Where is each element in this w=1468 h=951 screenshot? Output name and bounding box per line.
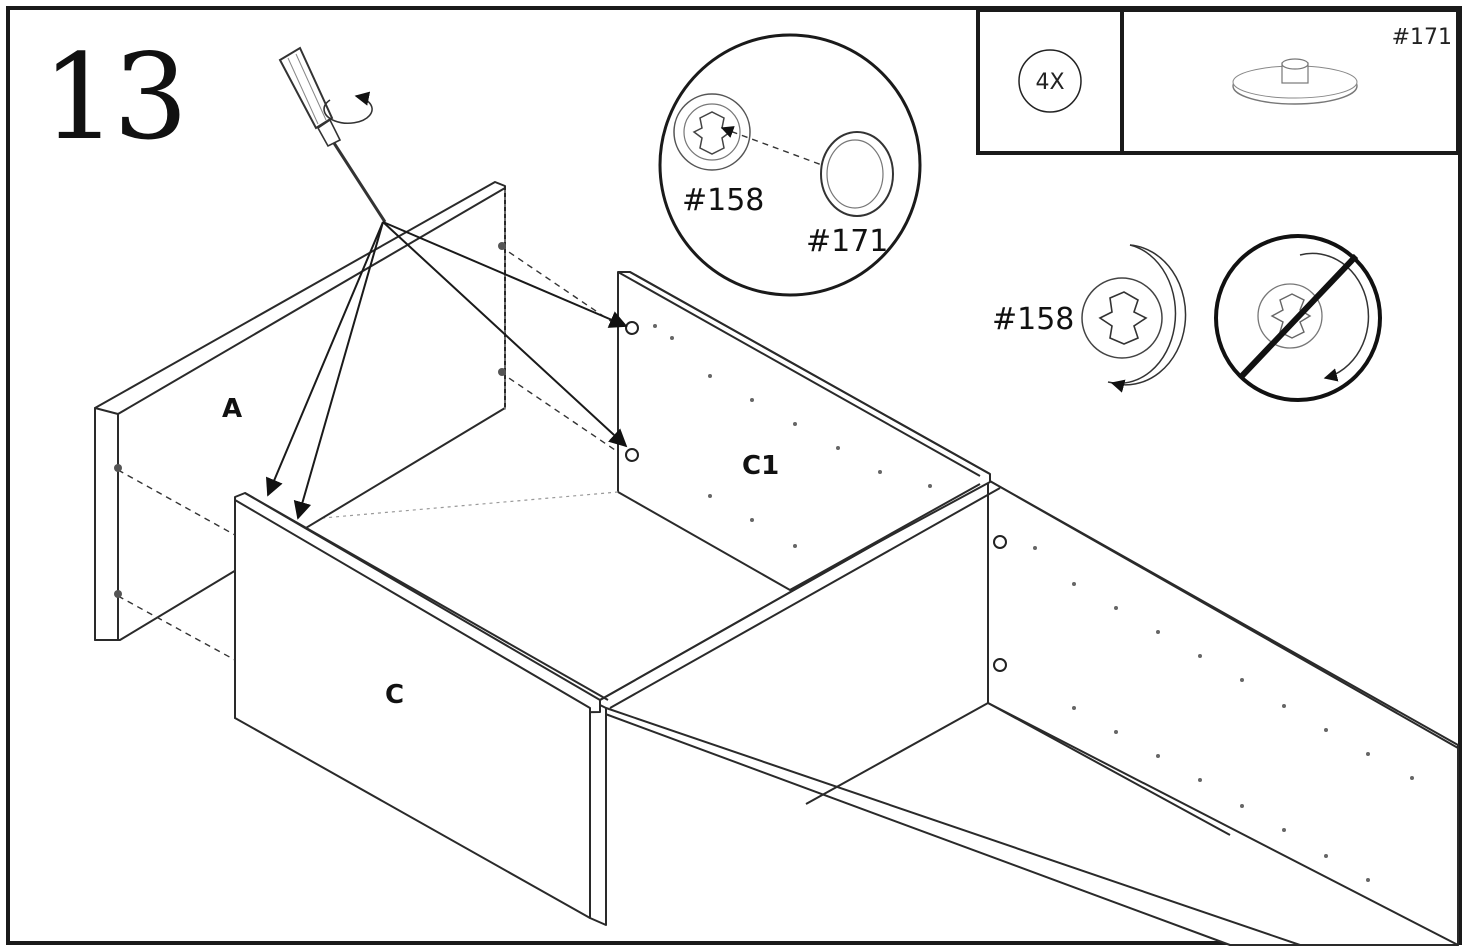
panel-a: A — [94, 181, 506, 641]
detail-callout: #158 #171 — [658, 33, 922, 297]
cam-cap-icon — [1232, 58, 1358, 105]
panel-c1-label: C1 — [742, 451, 779, 481]
prohibited-slash-icon — [1237, 253, 1359, 381]
rotation-wrong-detail — [1214, 234, 1382, 402]
panel-c1: C1 — [299, 271, 991, 591]
cam-lock-icon — [673, 93, 751, 171]
insertion-arrows — [265, 221, 628, 520]
panel-c-label: C — [385, 680, 404, 710]
hardware-box: 4X #171 — [976, 8, 1460, 155]
rotation-cam-label: #158 — [992, 302, 1074, 337]
panel-c: C — [234, 492, 609, 919]
pin-icon — [498, 368, 506, 376]
cover-cap-icon — [820, 131, 894, 217]
panel-a-label: A — [222, 394, 242, 424]
step-number: 13 — [42, 28, 184, 166]
pin-icon — [114, 590, 122, 598]
hardware-part-label: #171 — [1392, 25, 1452, 50]
cam-part-label: #158 — [682, 183, 764, 218]
rotation-correct-detail: #158 — [992, 244, 1187, 393]
pin-icon — [498, 242, 506, 250]
screwdriver-icon — [278, 46, 387, 223]
cap-part-label: #171 — [806, 224, 888, 259]
shelf-pin-holes — [653, 324, 1414, 882]
rotate-arrow-icon — [323, 91, 373, 124]
page-border — [6, 6, 1462, 945]
quantity-label: 4X — [1035, 70, 1064, 95]
cam-holes — [625, 321, 1007, 672]
pin-guides — [114, 242, 619, 661]
pin-icon — [114, 464, 122, 472]
quantity-circle — [1018, 49, 1082, 113]
panel-frame-right — [589, 479, 1459, 946]
